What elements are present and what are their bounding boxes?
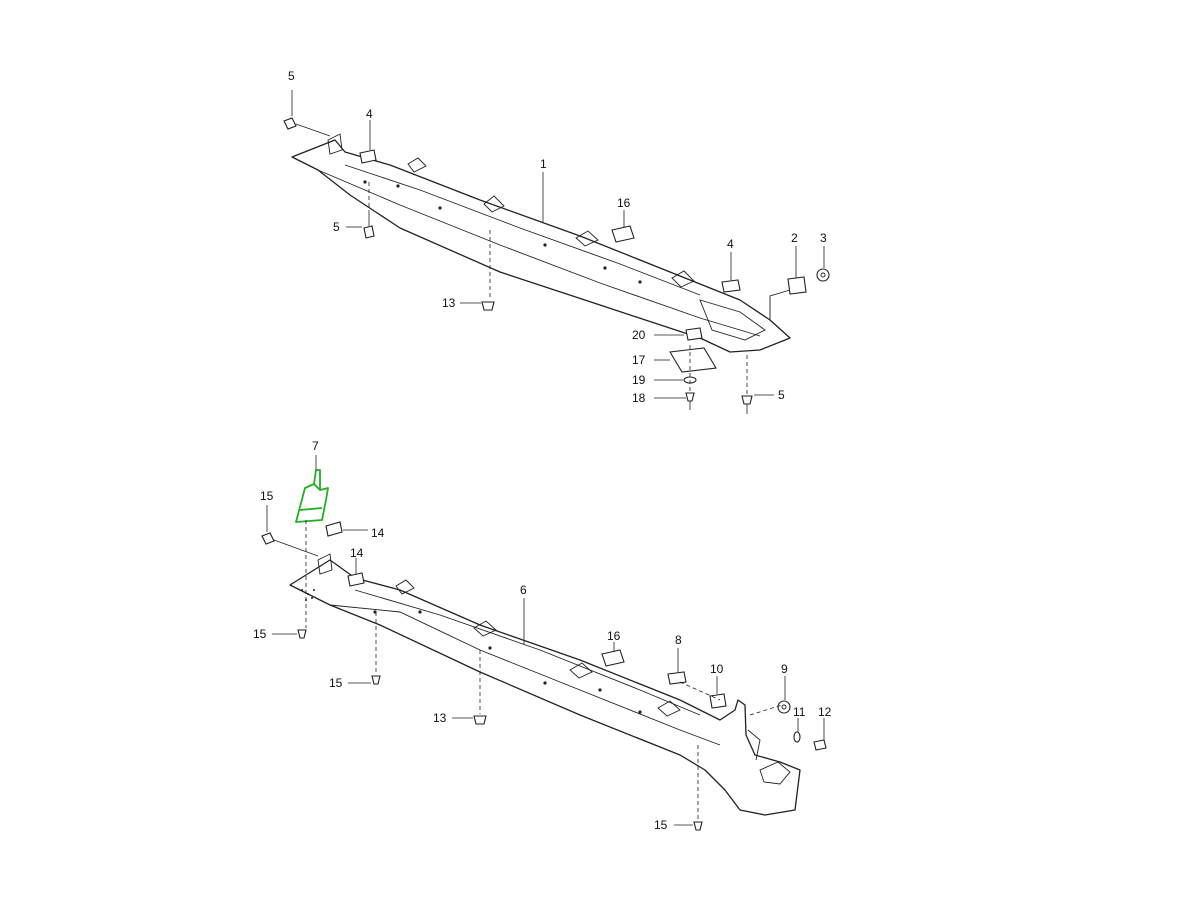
callout-13-lower: 13 [433, 711, 447, 725]
lower-sill-panel [289, 559, 801, 816]
callout-5-upper-right: 5 [778, 388, 785, 402]
callout-11: 11 [793, 705, 806, 719]
callout-14-left: 14 [350, 546, 364, 560]
callout-4-upper-left: 4 [366, 107, 373, 121]
callout-10: 10 [710, 662, 724, 676]
callout-18: 18 [632, 391, 646, 405]
callout-5-top: 5 [288, 69, 295, 83]
callout-1: 1 [540, 157, 547, 171]
bracket-7-highlighted [295, 469, 329, 523]
callout-12: 12 [818, 705, 832, 719]
upper-callouts: 5 4 1 5 16 4 2 3 13 20 17 19 18 5 [288, 69, 827, 405]
lower-fasteners [261, 520, 827, 831]
callout-15-lower-mid: 15 [329, 676, 343, 690]
callout-7: 7 [312, 439, 319, 453]
callout-16-lower: 16 [607, 629, 621, 643]
callout-15-lower-bottom: 15 [654, 818, 668, 832]
callout-16-upper: 16 [617, 196, 631, 210]
callout-9: 9 [781, 662, 788, 676]
callout-13-upper: 13 [442, 296, 456, 310]
lower-leaders [266, 455, 825, 826]
callout-20: 20 [632, 328, 646, 342]
callout-2: 2 [791, 231, 798, 245]
callout-15-lower-left: 15 [253, 627, 267, 641]
lower-callouts: 7 15 14 14 6 15 15 13 16 8 10 9 11 12 15 [253, 439, 832, 832]
callout-3: 3 [820, 231, 827, 245]
upper-leaders [291, 90, 825, 399]
callout-8: 8 [675, 633, 682, 647]
callout-14-right: 14 [371, 526, 385, 540]
upper-sill-panel [291, 139, 791, 353]
callout-15-lower-top: 15 [260, 489, 274, 503]
callout-5-upper-left: 5 [333, 220, 340, 234]
callout-6: 6 [520, 583, 527, 597]
callout-17: 17 [632, 353, 646, 367]
callout-19: 19 [632, 373, 646, 387]
callout-4-upper-right: 4 [727, 237, 734, 251]
upper-fasteners [283, 117, 830, 414]
